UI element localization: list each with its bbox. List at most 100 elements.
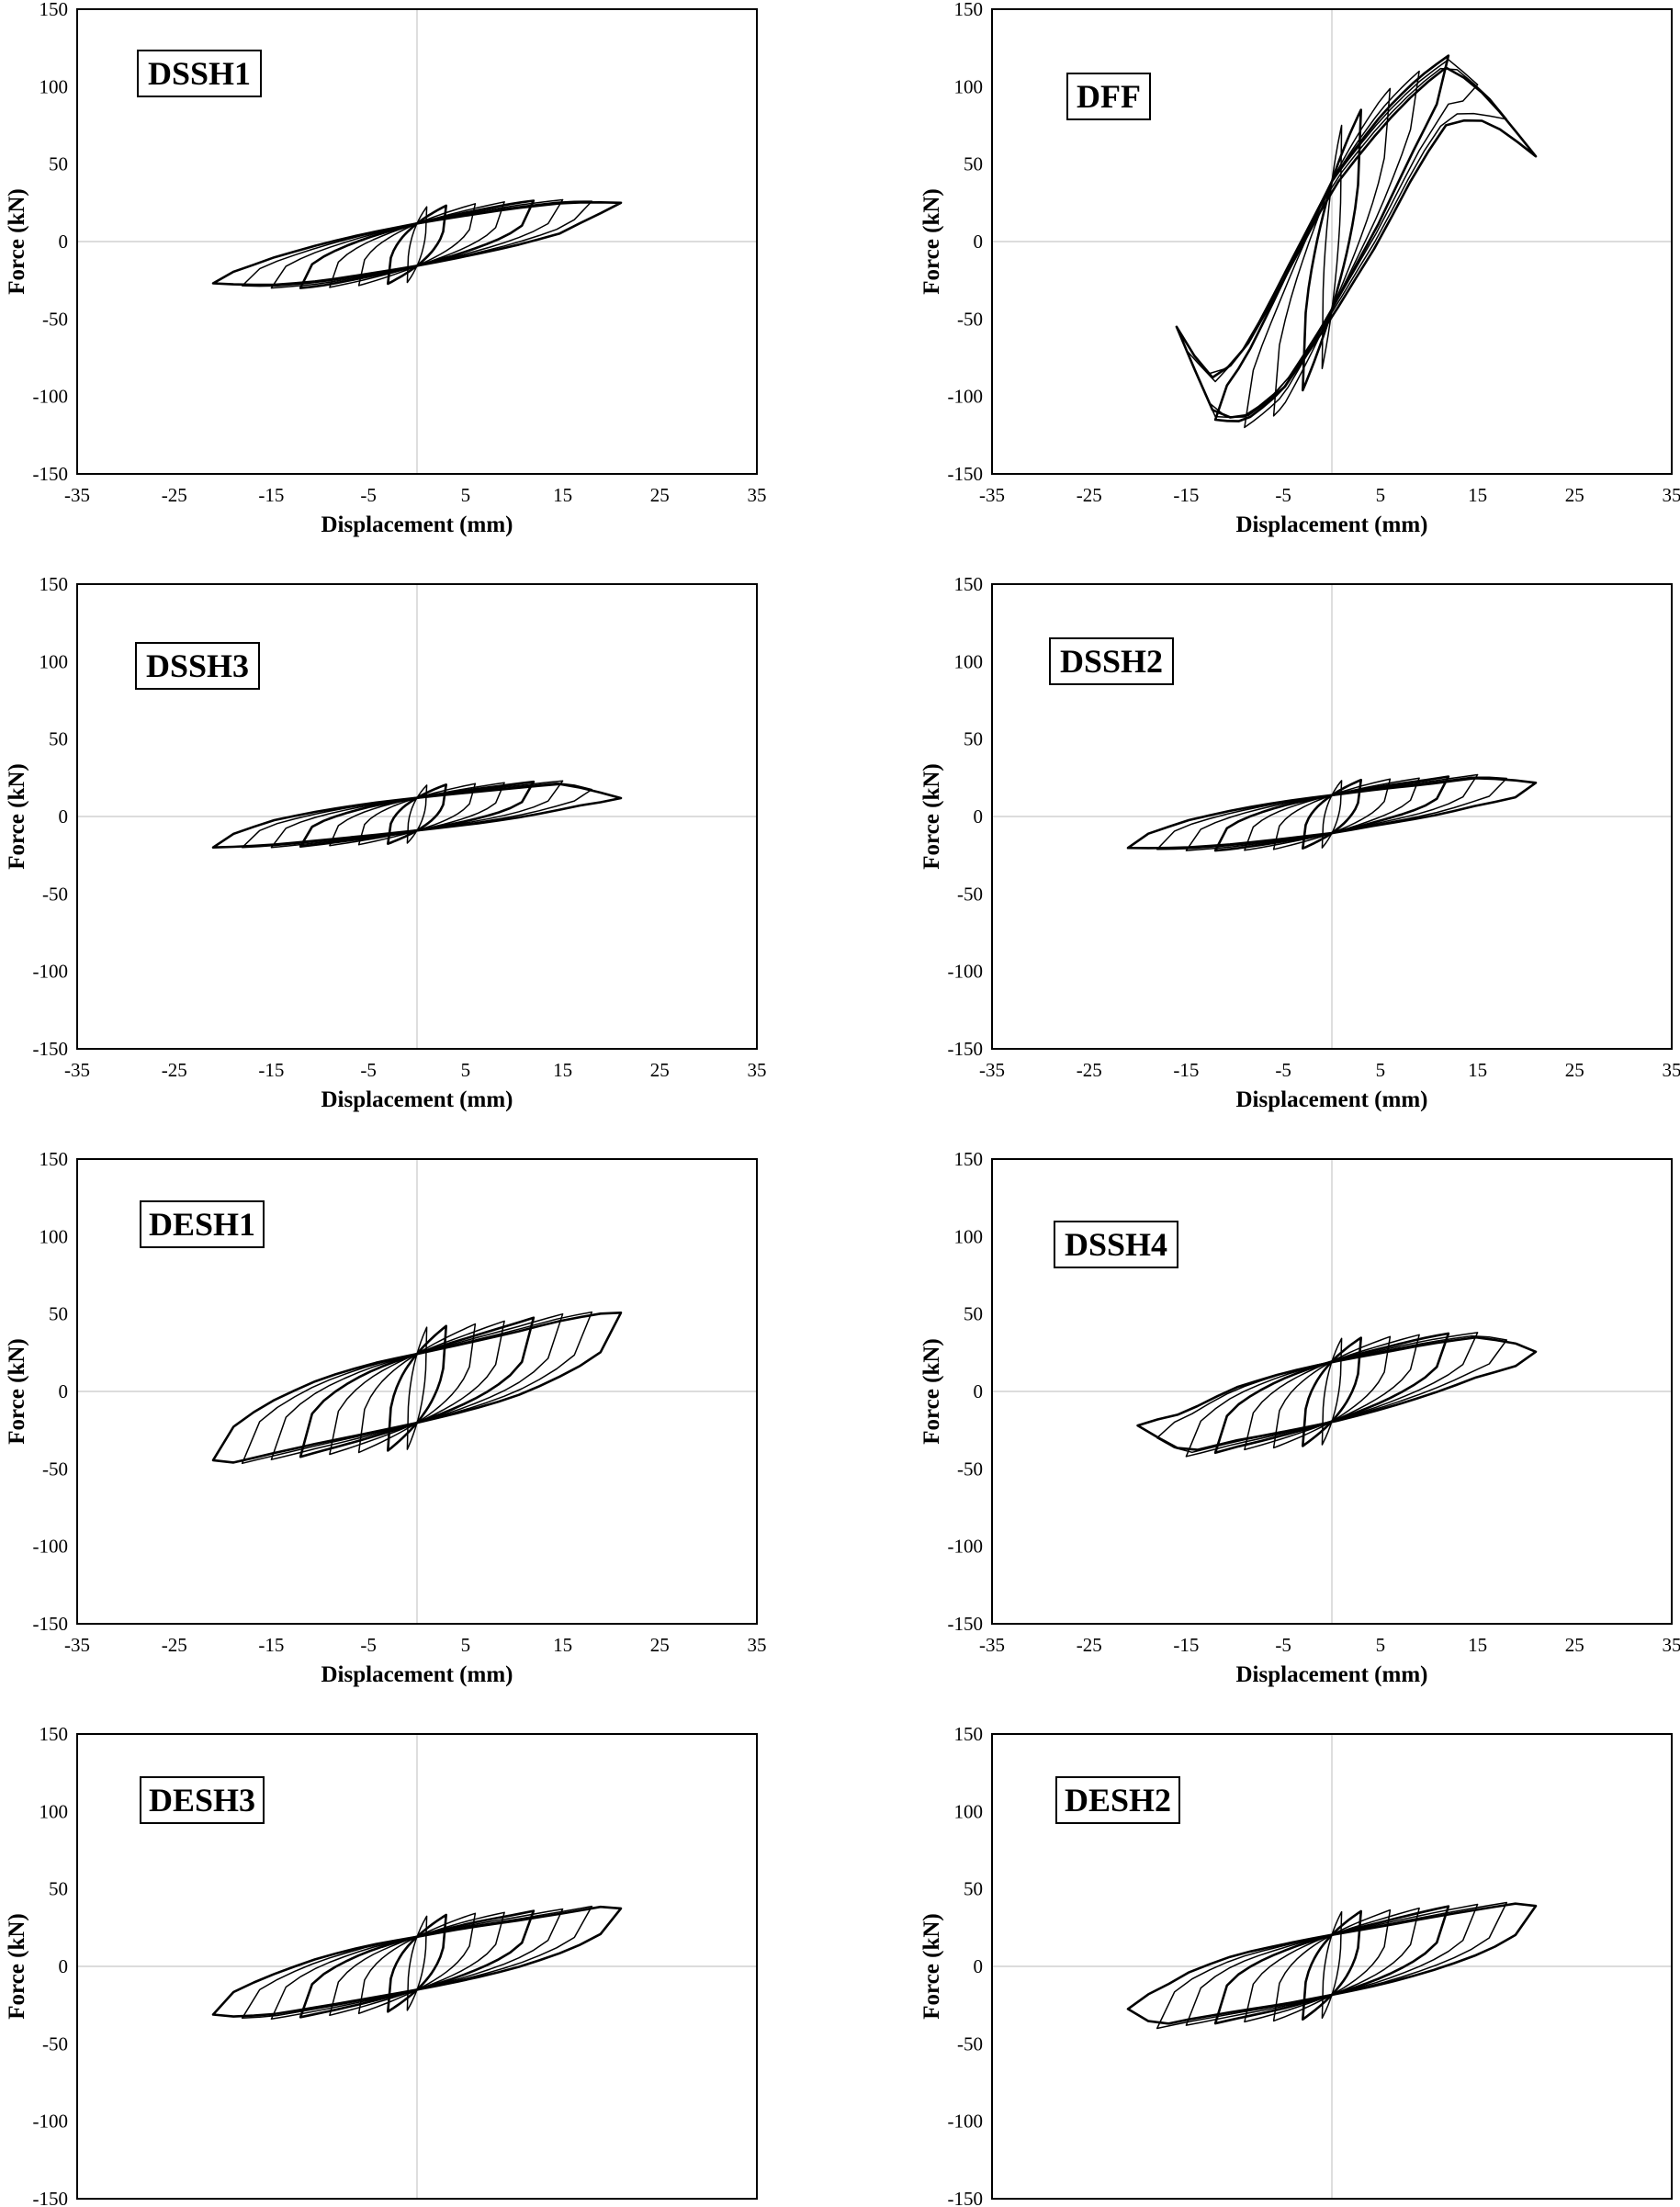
hysteresis-loop: [329, 1911, 505, 2017]
y-axis-label: Force (kN): [919, 1913, 944, 2019]
y-tick-label: 0: [974, 1380, 984, 1402]
y-tick-label: -50: [42, 1458, 68, 1480]
y-tick-label: 150: [39, 573, 69, 595]
hysteresis-loop: [357, 1323, 477, 1454]
x-axis-label: Displacement (mm): [1236, 1662, 1428, 1687]
y-tick-label: 100: [39, 650, 69, 672]
x-tick-label: 15: [553, 1059, 572, 1081]
hysteresis-loop: [211, 783, 623, 849]
y-tick-label: -50: [957, 1458, 983, 1480]
x-tick-label: -25: [1077, 484, 1102, 506]
x-tick-label: 25: [1565, 484, 1584, 506]
hysteresis-loops: [211, 198, 623, 289]
y-tick-label: 150: [39, 0, 69, 20]
x-tick-label: -35: [64, 484, 90, 506]
y-tick-label: 50: [49, 1303, 68, 1325]
plot-area-frame: [76, 1158, 758, 1625]
hysteresis-loop: [1213, 775, 1450, 852]
hysteresis-loop: [1136, 1335, 1538, 1451]
x-tick-label: -15: [258, 1059, 284, 1081]
x-tick-label: 15: [1468, 1059, 1487, 1081]
y-tick-label: 100: [39, 1225, 69, 1247]
x-tick-label: 5: [461, 484, 471, 506]
plot-area-frame: [76, 1733, 758, 2200]
specimen-label-box: [140, 1200, 265, 1248]
plot-area-frame: [76, 583, 758, 1050]
hysteresis-loop: [1272, 1909, 1392, 2022]
y-tick-label: 50: [49, 153, 68, 175]
x-tick-label: -15: [1173, 484, 1199, 506]
x-axis-label: Displacement (mm): [1236, 1087, 1428, 1112]
y-tick-label: -50: [957, 883, 983, 905]
x-tick-label: 15: [553, 484, 572, 506]
hysteresis-loop: [211, 1905, 623, 2018]
y-tick-label: -150: [33, 2188, 69, 2207]
x-tick-label: -35: [979, 484, 1005, 506]
y-tick-label: 100: [954, 1800, 984, 1822]
hysteresis-loop: [270, 1312, 564, 1460]
x-tick-label: -5: [360, 1059, 377, 1081]
hysteresis-loops: [1136, 1332, 1538, 1458]
y-tick-label: -50: [957, 308, 983, 330]
x-tick-label: 5: [1376, 1634, 1386, 1656]
specimen-label: DSSH2: [1060, 643, 1163, 680]
y-tick-label: 50: [964, 153, 983, 175]
specimen-label-box: [135, 642, 260, 690]
hysteresis-loop: [329, 201, 505, 288]
plot-area-frame: [76, 8, 758, 475]
y-tick-label: -50: [42, 308, 68, 330]
y-tick-label: 50: [964, 1878, 983, 1900]
y-tick-label: -100: [948, 2111, 984, 2133]
hysteresis-loop: [1302, 108, 1362, 392]
y-tick-label: -100: [33, 2111, 69, 2133]
plot-area-frame: [991, 583, 1673, 1050]
hysteresis-loop: [1272, 87, 1392, 417]
y-axis-label: Force (kN): [919, 188, 944, 294]
hysteresis-loop: [1302, 778, 1362, 850]
plot-area-frame: [991, 8, 1673, 475]
hysteresis-loop: [387, 1913, 447, 2013]
specimen-label: DSSH1: [148, 55, 251, 92]
y-axis-label: Force (kN): [5, 763, 29, 869]
hysteresis-loop: [406, 1915, 428, 2011]
y-tick-label: 150: [954, 573, 984, 595]
hysteresis-loop: [387, 783, 447, 845]
y-tick-label: 150: [39, 1148, 69, 1170]
x-axis-label: Displacement (mm): [321, 1662, 513, 1687]
hysteresis-loop: [1321, 780, 1343, 849]
specimen-label-box: [137, 50, 262, 97]
y-tick-label: 0: [59, 1955, 69, 1977]
y-axis-label: Force (kN): [5, 1913, 29, 2019]
plot-area-frame: [991, 1733, 1673, 2200]
hysteresis-loop: [1185, 1903, 1479, 2026]
hysteresis-loop: [1213, 1332, 1450, 1455]
x-tick-label: 35: [748, 1634, 767, 1656]
hysteresis-loop: [1321, 1337, 1343, 1446]
hysteresis-loop: [1321, 1910, 1343, 2020]
y-tick-label: 100: [39, 1800, 69, 1822]
specimen-label-box: [1066, 73, 1151, 120]
y-tick-label: -150: [33, 1038, 69, 1060]
hysteresis-loop: [1302, 1909, 1362, 2021]
hysteresis-loops: [211, 1905, 623, 2021]
y-tick-label: -50: [957, 2032, 983, 2055]
y-tick-label: 0: [59, 805, 69, 828]
hysteresis-loop: [357, 203, 477, 287]
x-tick-label: -25: [162, 484, 187, 506]
x-axis-label: Displacement (mm): [321, 1087, 513, 1112]
hysteresis-loop: [1321, 124, 1343, 370]
hysteresis-loop: [1244, 777, 1420, 851]
y-tick-label: 0: [974, 1955, 984, 1977]
x-tick-label: -25: [162, 1634, 187, 1656]
x-axis-label: Displacement (mm): [1236, 512, 1428, 537]
specimen-label: DSSH3: [146, 647, 249, 684]
x-tick-label: -5: [1275, 484, 1291, 506]
hysteresis-loop: [1272, 778, 1392, 850]
y-tick-label: -100: [948, 386, 984, 408]
